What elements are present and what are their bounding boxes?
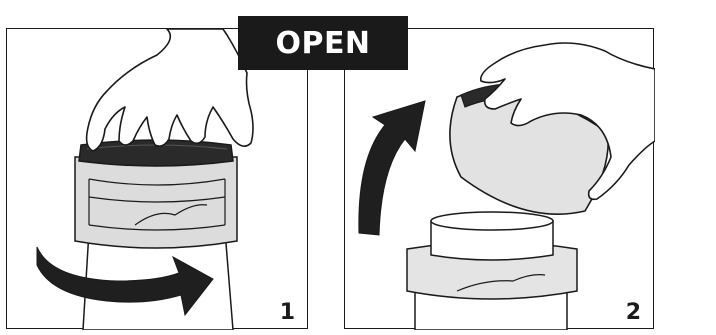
step-panel-2: 2: [344, 28, 654, 329]
step-number: 2: [626, 302, 641, 324]
step1-illustration: [7, 29, 309, 330]
step-panel-1: 1: [6, 28, 308, 329]
step2-illustration: [345, 29, 655, 330]
lift-arrow-icon: [359, 101, 425, 235]
container-icon: [407, 212, 577, 330]
hand-icon: [87, 29, 253, 151]
open-banner: OPEN: [238, 16, 408, 70]
step-number: 1: [280, 302, 295, 324]
container-icon: [75, 157, 237, 330]
